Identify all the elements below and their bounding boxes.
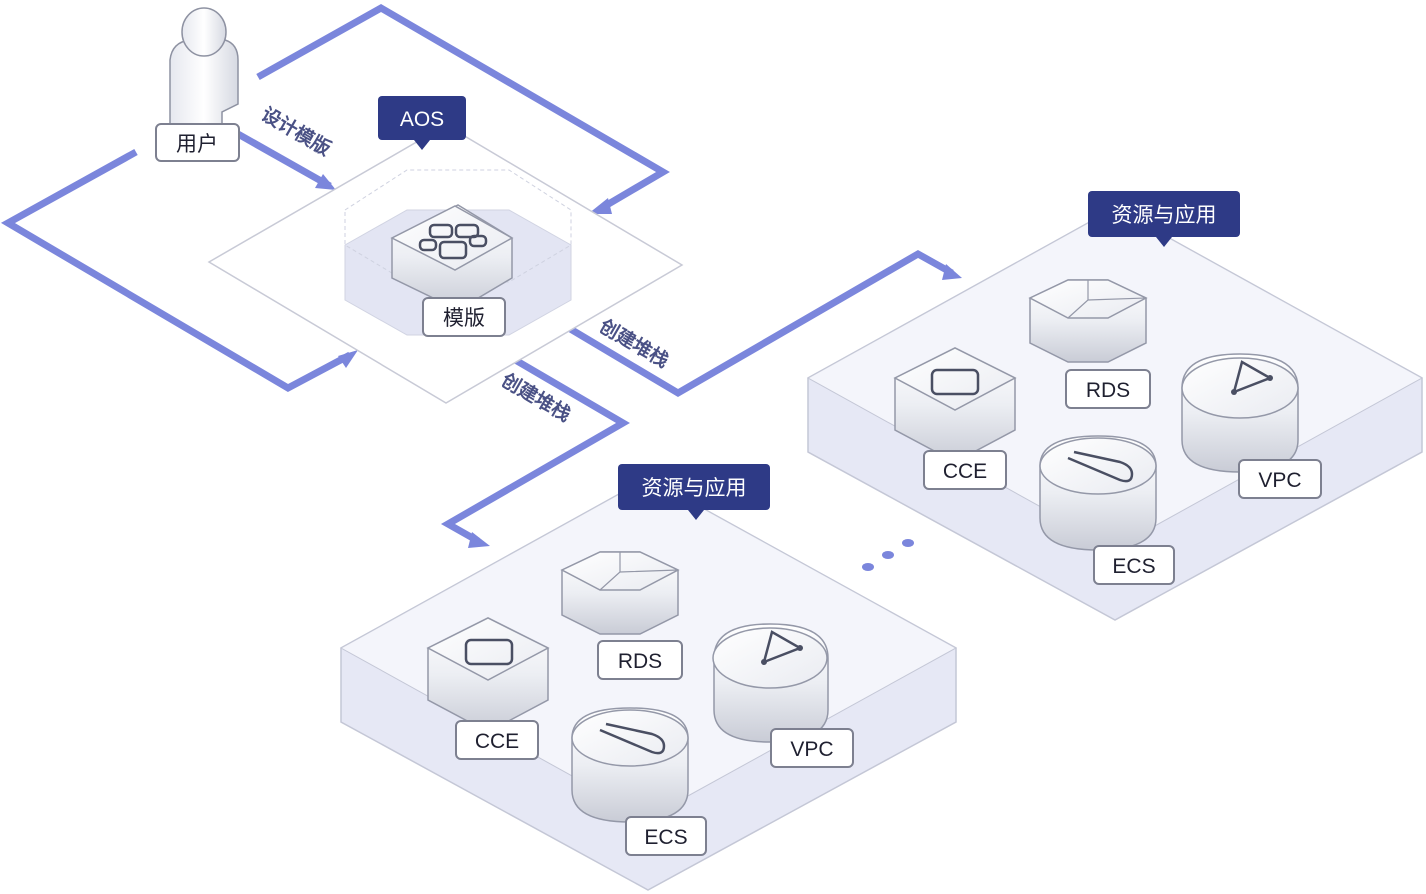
vpc-icon (1232, 360, 1273, 395)
aos-title-tag: AOS (378, 96, 466, 150)
vpc-label-right: VPC (1258, 469, 1301, 492)
cce-service-right: CCE (893, 347, 1017, 490)
flow-label-create-stack-bottom: 创建堆栈 (497, 368, 575, 426)
rds-service-bottom: RDS (560, 551, 683, 680)
arrow-design-template (236, 130, 332, 190)
rds-label-bottom: RDS (618, 650, 662, 673)
aos-platform: AOS 模版 (207, 96, 684, 404)
template-grid-icon (418, 223, 488, 260)
flow-arrows (0, 3, 954, 545)
vpc-service-bottom: VPC (712, 623, 854, 768)
user-figure: 用户 (155, 7, 240, 162)
aos-hex-top (344, 169, 572, 283)
cce-label-right: CCE (943, 460, 987, 483)
arrowhead-user (338, 350, 358, 368)
cce-service-bottom: CCE (426, 617, 550, 760)
ecs-icon (1067, 450, 1134, 483)
ecs-label-right: ECS (1112, 555, 1155, 578)
arrow-aos-to-user (0, 148, 352, 393)
vpc-icon (762, 630, 803, 665)
ecs-service-right: ECS (1039, 435, 1175, 585)
resource-group-bottom: CCE RDS ECS VPC (339, 464, 958, 891)
ecs-label-bottom: ECS (644, 826, 687, 849)
arrowhead-aos (588, 198, 612, 214)
user-label: 用户 (176, 133, 218, 156)
arrow-create-stack-bottom (440, 350, 630, 545)
arrowhead-design (315, 174, 336, 190)
ecs-icon (599, 722, 666, 755)
arrow-create-stack-right (560, 249, 954, 398)
ecs-service-bottom: ECS (571, 707, 707, 856)
resource-group-bottom-title-tag: 资源与应用 (618, 464, 770, 520)
vpc-service-right: VPC (1181, 353, 1322, 499)
resource-group-right: CCE RDS ECS VPC (806, 191, 1424, 621)
vpc-label-bottom: VPC (790, 738, 833, 761)
arrow-user-to-aos (256, 3, 670, 213)
cce-label-bottom: CCE (475, 730, 519, 753)
resource-group-bottom-title: 资源与应用 (642, 477, 747, 500)
more-dots-icon (862, 539, 914, 571)
cce-icon (930, 368, 980, 396)
template-label: 模版 (443, 307, 485, 330)
rds-service-right: RDS (1028, 279, 1151, 409)
resource-group-right-title-tag: 资源与应用 (1088, 191, 1240, 247)
template-label-tag: 模版 (422, 297, 506, 337)
resource-group-right-title: 资源与应用 (1112, 204, 1217, 227)
arrowhead-right (942, 264, 962, 280)
cce-icon (464, 638, 514, 666)
rds-label-right: RDS (1086, 379, 1130, 402)
arrowheads (315, 174, 962, 548)
arrowhead-bottom (468, 532, 490, 548)
aos-title: AOS (400, 108, 444, 131)
user-label-tag: 用户 (155, 123, 240, 162)
